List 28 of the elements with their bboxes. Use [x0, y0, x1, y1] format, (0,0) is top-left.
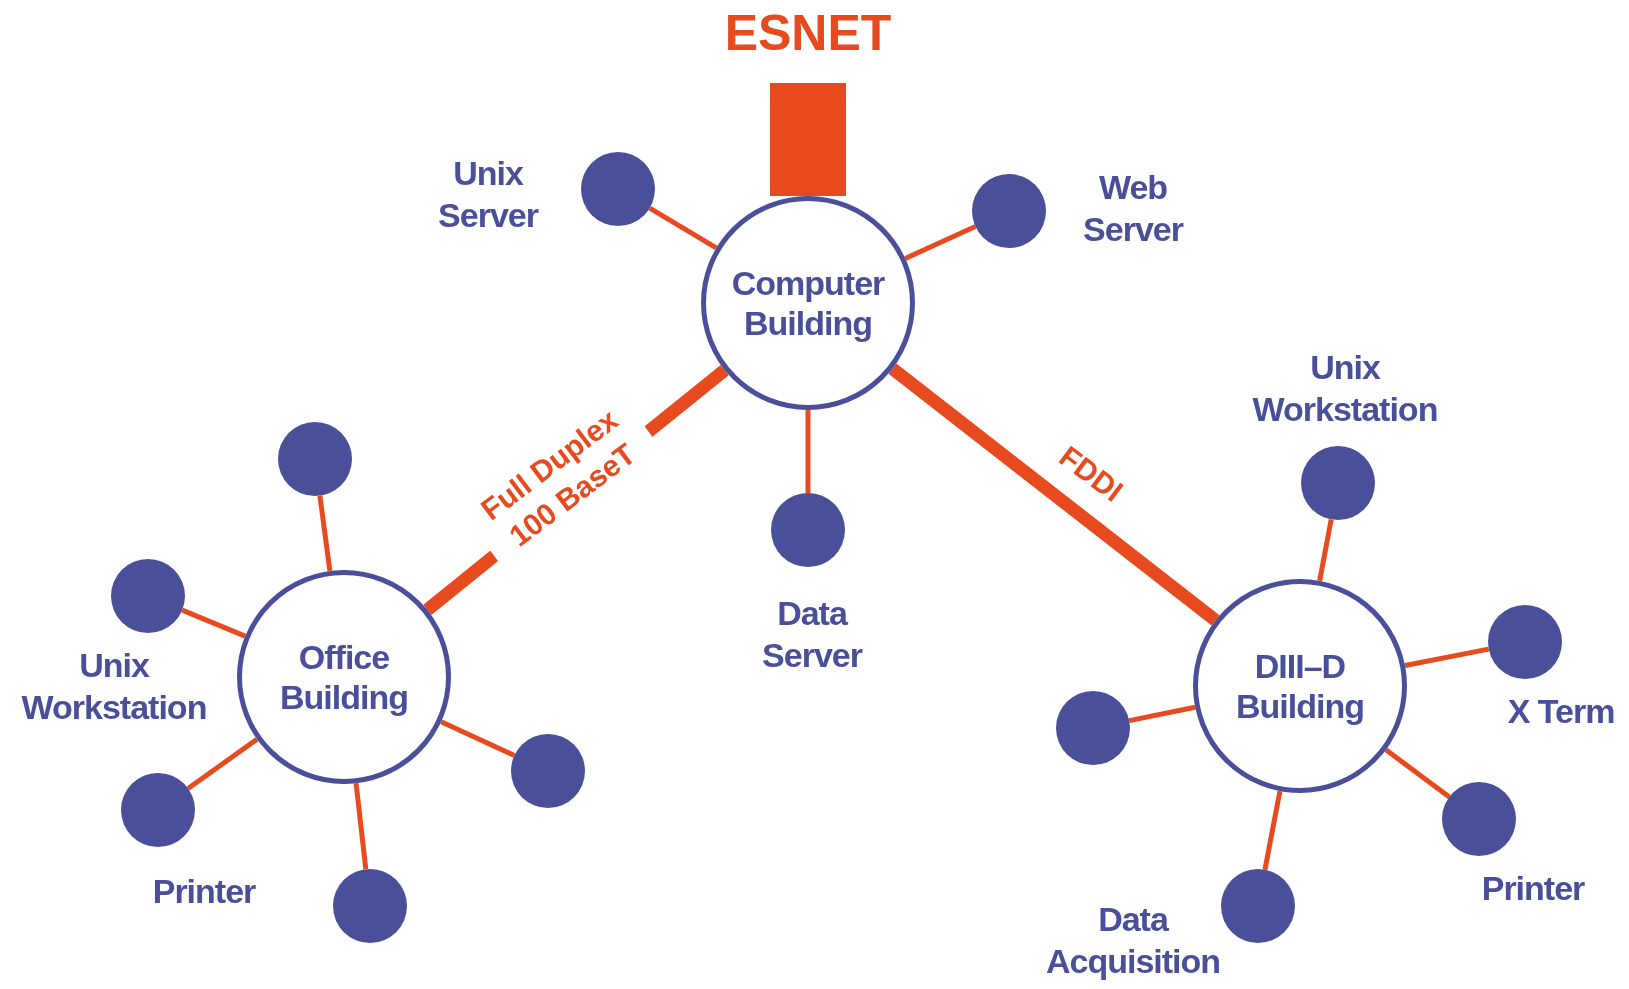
node-label: X Term [1506, 691, 1616, 732]
node-label: Computer Building [730, 263, 886, 343]
network-link [1128, 704, 1196, 724]
node-label: Unix Workstation [1251, 347, 1439, 430]
network-link [317, 495, 333, 572]
network-link [1384, 747, 1451, 799]
network-link [805, 410, 811, 493]
node-label: Web Server [1082, 167, 1185, 250]
node-label: Printer [151, 871, 257, 912]
network-link [904, 224, 977, 261]
node-label: Office Building [279, 637, 409, 717]
node-label: Unix Server [437, 153, 540, 236]
network-link [186, 737, 259, 791]
network-link [1262, 790, 1283, 871]
network-link [353, 783, 369, 870]
network-link [181, 607, 247, 639]
node-label: Printer [1480, 868, 1586, 909]
node-label: Unix Workstation [20, 645, 208, 728]
node-label: Data Server [761, 593, 864, 676]
network-link [648, 205, 718, 251]
node-label: Data Acquisition [1044, 899, 1222, 982]
network-link [888, 363, 1220, 626]
network-name-label: ESNET [724, 5, 892, 61]
network-link [440, 719, 516, 758]
network-link [1317, 518, 1334, 582]
network-link [770, 83, 846, 196]
network-link [1404, 646, 1490, 668]
node-label: DIII–D Building [1235, 646, 1365, 726]
